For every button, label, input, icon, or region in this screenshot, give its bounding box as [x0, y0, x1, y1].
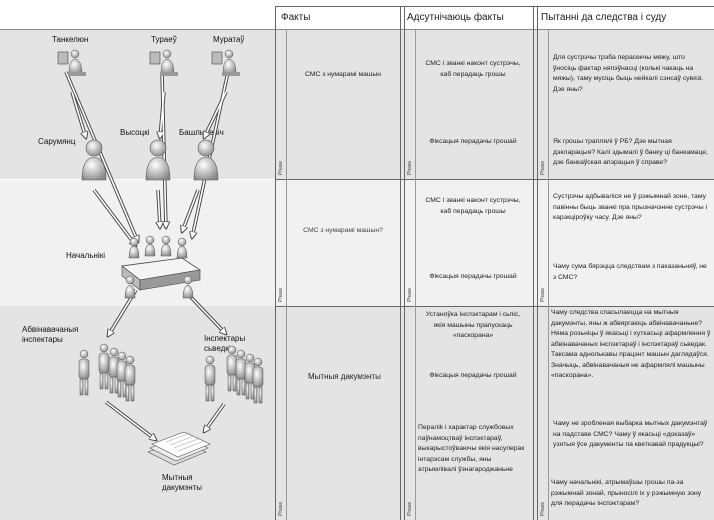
header-questions: Пытанні да следства і суду: [541, 12, 667, 23]
phase-label: Phase: [540, 501, 546, 516]
missing-cell: СМС і званкі наконт сустрэчы, каб перада…: [425, 197, 521, 215]
band-row-1: [0, 29, 714, 179]
person-label: Муратаў: [213, 35, 245, 44]
left-group-label: Абвінавачаныя інспектары: [22, 325, 79, 344]
header-top-line: [275, 6, 714, 7]
phase-label: Phase: [407, 287, 413, 302]
person-label: Танкелюн: [52, 35, 89, 44]
col-line-1: [275, 6, 276, 520]
person-label: Высоцкі: [120, 128, 150, 137]
phase-label: Phase: [278, 160, 284, 175]
col-line-7: [537, 6, 538, 520]
docs-label: Мытныя дакумэнты: [162, 473, 203, 492]
person-at-computer-icon: [211, 49, 240, 76]
phase-label: Phase: [278, 501, 284, 516]
person-icon: [145, 139, 171, 181]
phase-label: Phase: [278, 287, 284, 302]
witness-inspectors-group-icon: [204, 345, 264, 404]
header-facts: Факты: [281, 12, 311, 23]
chiefs-label: Начальнікі: [66, 251, 105, 260]
phase-label: Phase: [540, 287, 546, 302]
question-cell: Чаму начальнікі, атрымаўшы грошы па-за р…: [551, 479, 702, 507]
missing-cell: Устаноўка інспэктарам і сьпіс, якія машы…: [425, 311, 521, 339]
person-icon: [193, 139, 219, 181]
question-cell: Для сустрэчы трэба пераcекчы мяжу, што ў…: [553, 54, 704, 93]
phase-label: Phase: [407, 501, 413, 516]
header-missing: Адсутнічаюць факты: [407, 12, 504, 23]
phase-label: Phase: [540, 160, 546, 175]
person-label: Сарумянц: [38, 137, 76, 146]
header-bottom-line: [0, 29, 714, 30]
person-label: Башлыкевіч: [179, 128, 224, 137]
col-line-2: [286, 29, 287, 520]
missing-cell: Фіксацыя перадачы грошай: [429, 138, 517, 145]
person-at-computer-icon: [149, 49, 178, 76]
missing-cell: Фіксацыя перадачы грошай: [429, 273, 517, 280]
col-line-4: [404, 6, 405, 520]
diagram-graphics: [57, 49, 264, 466]
missing-cell: СМС і званкі наконт сустрэчы, каб перада…: [425, 60, 521, 78]
person-icon: [81, 139, 107, 181]
phase-label: Phase: [407, 160, 413, 175]
question-cell: Чаму следства спасылаецца на мытныя даку…: [551, 309, 711, 379]
fact-cell: СМС з нумарамі машын: [304, 71, 381, 78]
meeting-table-icon: [121, 235, 202, 299]
col-line-5: [415, 29, 416, 520]
col-line-3: [400, 6, 401, 520]
missing-cell: Фіксацыя перадачы грошай: [429, 372, 517, 379]
col-line-8: [548, 29, 549, 520]
question-cell: Чаму сума бярэцца следствам з паказаньня…: [553, 263, 707, 281]
question-cell: Сустрэчы адбываліся не ў рэжымнай зоне, …: [553, 193, 707, 221]
row-divider-1: [275, 179, 714, 180]
inspectors-group-icon: [78, 343, 136, 402]
documents-stack-icon: [147, 431, 211, 466]
question-cell: Як грошы траплялі ў РБ? Дзе мытная дэкла…: [553, 138, 709, 166]
fact-cell: СМС з нумарамі машын?: [303, 227, 383, 234]
row-divider-2: [275, 306, 714, 307]
col-line-6: [533, 6, 534, 520]
person-at-computer-icon: [57, 49, 86, 76]
fact-cell: Мытныя дакумэнты: [308, 372, 381, 381]
missing-cell: Пераліk і характар службовых паўнамоцтва…: [418, 424, 525, 473]
question-cell: Чаму не зробленая выбарка мытных дакумэн…: [553, 420, 708, 448]
right-group-label: Інспектары сьведкі: [204, 334, 246, 353]
person-label: Тураеў: [151, 35, 177, 44]
